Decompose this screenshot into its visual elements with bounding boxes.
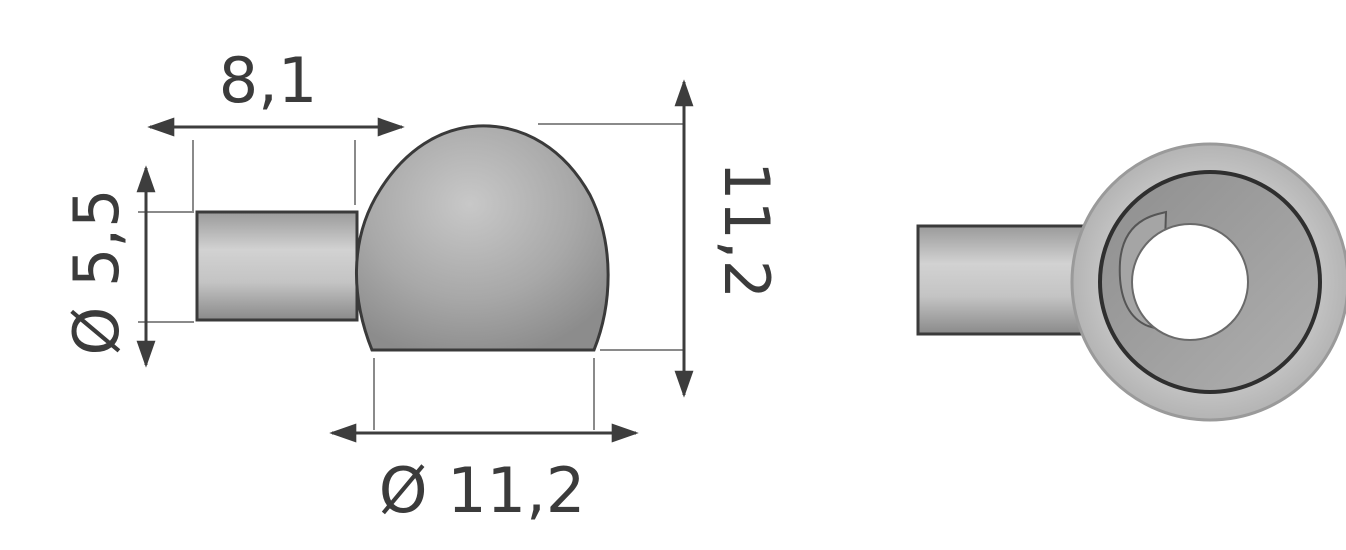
end-view <box>916 142 1346 422</box>
dimension-lines <box>136 79 694 443</box>
label-ball-diameter: Ø 11,2 <box>379 454 586 527</box>
end-view-shank <box>916 224 1090 336</box>
ball <box>355 124 610 352</box>
label-ball-height: 11,2 <box>710 161 783 299</box>
shank <box>195 210 359 322</box>
label-shank-length: 8,1 <box>219 44 318 117</box>
side-view <box>195 124 610 352</box>
end-view-hole <box>1131 223 1249 341</box>
label-shank-diameter: Ø 5,5 <box>60 188 133 355</box>
